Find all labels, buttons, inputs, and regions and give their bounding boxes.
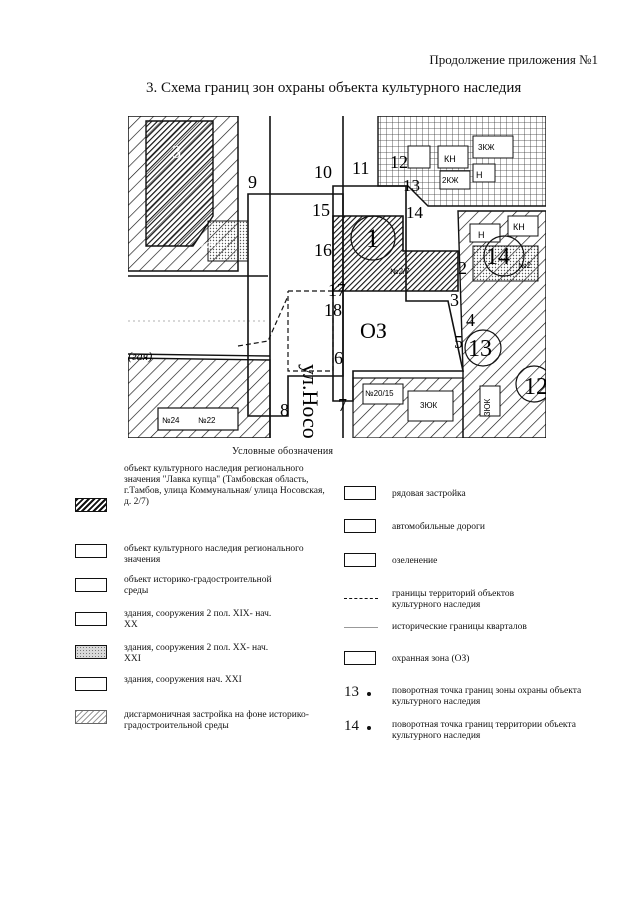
- map-floor-label: 3ЮК: [420, 401, 438, 410]
- map-address-label: №2/7: [390, 267, 410, 276]
- map-floor-label: 3: [172, 142, 181, 162]
- legend-point-dot: [367, 692, 371, 696]
- legend-text: объект историко-градостроительной среды: [124, 575, 272, 596]
- legend-text: исторические границы кварталов: [392, 622, 527, 632]
- map-point-13: 13: [403, 176, 420, 195]
- map-point-16: 16: [314, 240, 332, 260]
- legend-text: рядовая застройка: [392, 489, 466, 499]
- map-point-11: 11: [352, 158, 369, 178]
- legend-dashed-line: [344, 598, 378, 599]
- legend-text: поворотная точка границ зоны охраны объе…: [392, 686, 582, 707]
- legend-point-dot: [367, 726, 371, 730]
- map-h-label: Н: [478, 230, 485, 240]
- map-point-17: 17: [328, 280, 346, 300]
- page-title: 3. Схема границ зон охраны объекта культ…: [146, 80, 522, 96]
- map-kn-label-2: КН: [513, 222, 525, 232]
- legend-swatch: [344, 553, 376, 567]
- legend-point-number: 14: [344, 718, 359, 734]
- legend-text: здания, сооружения 2 пол. XIX- нач. XX: [124, 609, 272, 630]
- legend-swatch: [344, 486, 376, 500]
- legend-swatch-gray: [75, 645, 107, 659]
- map-floor-label: 3ЮК: [483, 398, 492, 416]
- map-point-2: 2: [458, 258, 467, 278]
- legend-text: озеленение: [392, 556, 438, 566]
- appendix-caption: Продолжение приложения №1: [429, 52, 598, 67]
- map-partial-street: (гая): [128, 349, 152, 363]
- legend-faint-line: [344, 627, 378, 628]
- legend-swatch: [344, 651, 376, 665]
- map-point-9: 9: [248, 172, 257, 192]
- legend-title: Условные обозначения: [232, 446, 334, 457]
- map-point-10: 10: [314, 162, 332, 182]
- map-point-3: 3: [450, 290, 459, 310]
- map-h-label-2: Н: [476, 170, 483, 180]
- map-address-label: №2: [518, 261, 532, 270]
- map-point-8: 8: [280, 400, 289, 420]
- map-figure: ул.Носовская ОЗ 1 (гая) КН КН Н Н 3КЖ 2К…: [128, 116, 546, 438]
- legend-swatch: [75, 612, 107, 626]
- map-circle-14: 14: [486, 244, 510, 270]
- map-point-6: 6: [334, 348, 343, 368]
- legend-text: здания, сооружения нач. XXI: [124, 675, 242, 685]
- legend-swatch-heritage-object: [75, 498, 107, 512]
- legend-swatch: [75, 677, 107, 691]
- map-address-label: №2А/13: [198, 241, 228, 250]
- legend-text: здания, сооружения 2 пол. XX- нач. XXI: [124, 643, 269, 664]
- map-point-12: 12: [390, 152, 408, 172]
- legend-text: границы территорий объектов культурного …: [392, 589, 515, 610]
- legend-swatch-disharmonic: [75, 710, 107, 724]
- map-street-label: ул.Носовская: [298, 364, 323, 438]
- map-circle-12: 12: [524, 374, 546, 400]
- map-point-7: 7: [338, 395, 347, 415]
- legend-swatch: [75, 544, 107, 558]
- map-zone-label: ОЗ: [360, 318, 387, 343]
- map-floor-label: 3КЖ: [478, 143, 495, 152]
- legend-swatch: [75, 578, 107, 592]
- legend-swatch: [344, 519, 376, 533]
- map-point-4: 4: [466, 310, 475, 330]
- map-address-label: №20/15: [365, 389, 394, 398]
- legend-text: автомобильные дороги: [392, 522, 485, 532]
- legend-text: объект культурного наследия региональног…: [124, 544, 304, 565]
- map-floor-label: 2КЖ: [442, 176, 459, 185]
- legend-text: охранная зона (ОЗ): [392, 654, 470, 664]
- map-address-label: №24: [162, 416, 180, 425]
- map-svg: ул.Носовская ОЗ 1 (гая) КН КН Н Н 3КЖ 2К…: [128, 116, 546, 438]
- map-point-14: 14: [406, 203, 424, 222]
- legend-text: дисгармоничная застройка на фоне историк…: [124, 710, 309, 731]
- map-address-label: №22: [198, 416, 216, 425]
- map-point-18: 18: [324, 300, 342, 320]
- map-kn-label: КН: [444, 154, 456, 164]
- map-circle-13: 13: [468, 336, 492, 362]
- legend-text: поворотная точка границ территории объек…: [392, 720, 576, 741]
- map-point-15: 15: [312, 200, 330, 220]
- map-point-5: 5: [454, 332, 463, 352]
- legend-point-number: 13: [344, 684, 359, 700]
- legend-text: объект культурного наследия региональног…: [124, 464, 325, 507]
- map-object-number: 1: [366, 224, 379, 253]
